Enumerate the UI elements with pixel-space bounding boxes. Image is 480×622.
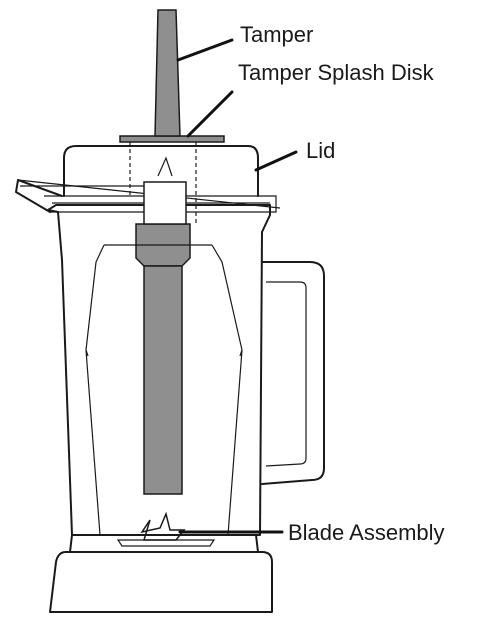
tamper-leader	[176, 38, 234, 62]
splash-disk-shape	[119, 135, 225, 143]
jar-spout	[15, 179, 63, 213]
blade-assembly-shape	[140, 511, 186, 541]
tamper-label: Tamper	[240, 22, 313, 47]
splash-disk-label: Tamper Splash Disk	[238, 60, 435, 85]
tamper-handle	[154, 9, 181, 137]
tamper-shaft	[143, 265, 183, 495]
tamper-center-tip	[157, 156, 173, 177]
jar-handle	[261, 261, 325, 485]
tamper-center-block	[143, 181, 187, 225]
lid-leader	[254, 150, 298, 172]
jar-inner-left	[85, 244, 105, 536]
jar-inner-left-rib	[85, 349, 89, 357]
jar-collar	[69, 534, 259, 553]
jar-handle-inner	[265, 281, 307, 467]
jar-inner-right-rib	[239, 349, 243, 357]
blade-base-plate	[116, 539, 216, 547]
splash-disk-leader	[186, 90, 234, 138]
blender-base	[49, 551, 273, 613]
lid-outline	[63, 145, 259, 197]
jar-inner-right	[211, 244, 243, 536]
blade-assembly-label: Blade Assembly	[288, 520, 445, 545]
lid-label: Lid	[306, 138, 335, 163]
